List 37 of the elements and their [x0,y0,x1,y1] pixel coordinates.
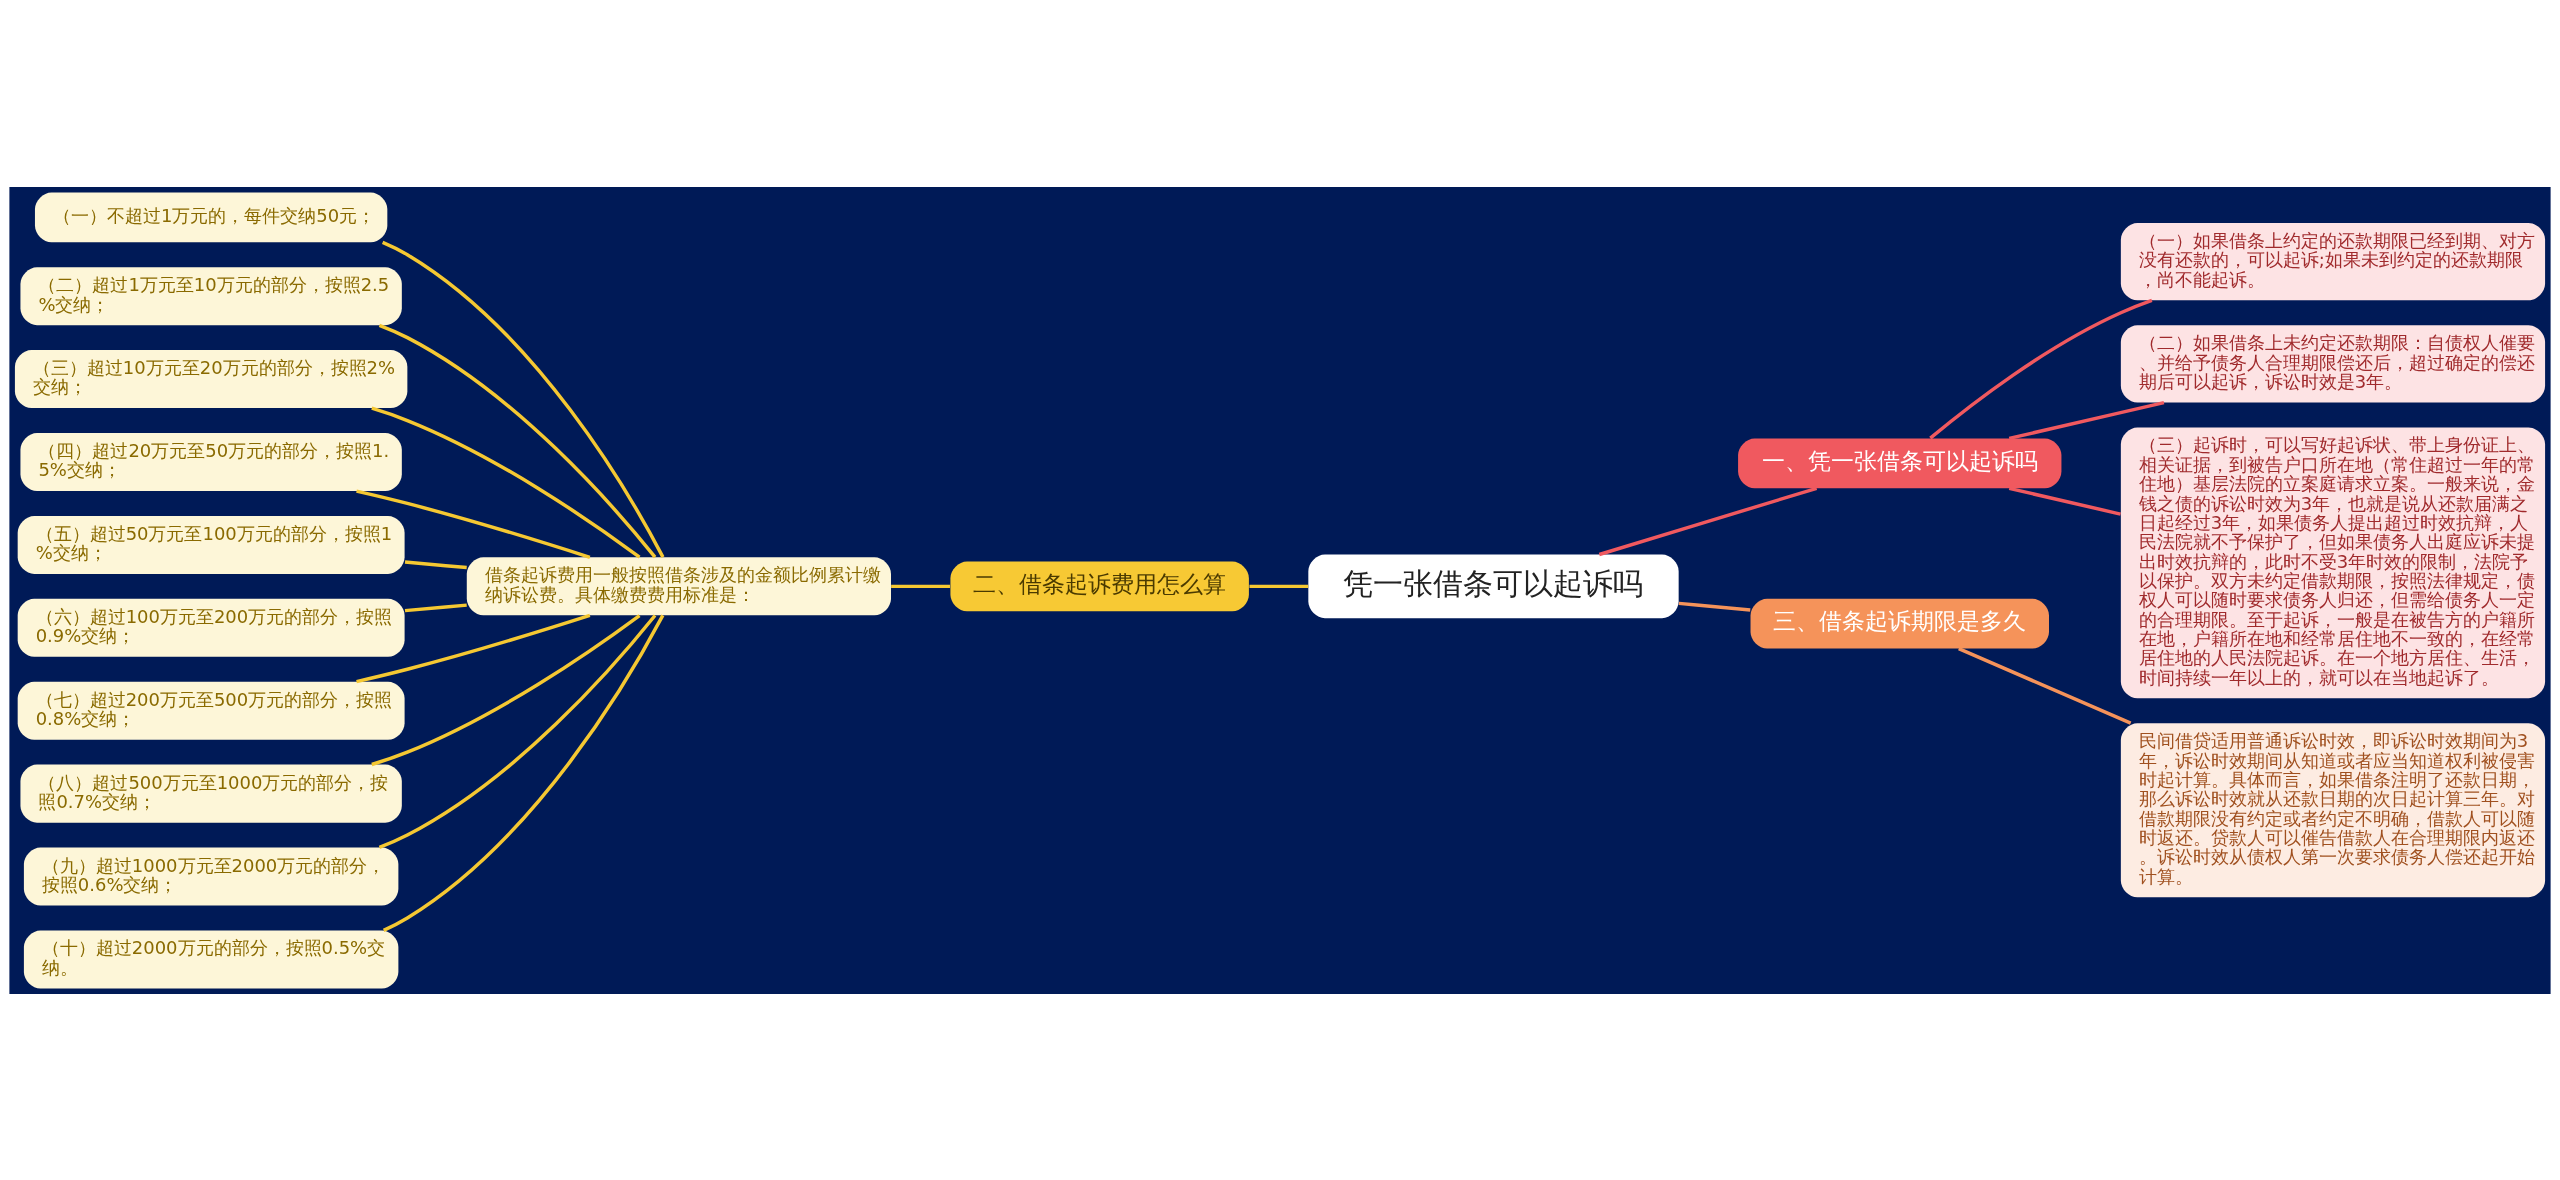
connector [1598,486,1818,556]
connector [382,614,665,932]
node-box: （一）不超过1万元的，每件交纳50元； [34,192,388,242]
node-box: 凭一张借条可以起诉吗 [1308,554,1679,618]
node-box: （七）超过200万元至500万元的部分，按照0.8%交纳； [17,681,405,740]
node-box: （二）如果借条上未约定还款期限：自债权人催要、并给予债务人合理期限偿还后，超过确定的偿还期后可以起诉，诉讼时效是3年。 [2120,324,2546,403]
node-box: 民间借贷适用普通诉讼时效，即诉讼时效期间为3年，诉讼时效期间从知道或者应当知道权利被侵害时起计算。具体而言，如果借条注明了还款日期，那么诉讼时效就从还款日期的次日起计算三年。对借款期限没有约定或者约定不明确，借款人可以随时返还。贷款人可以催告借款人在合理期限内返还。诉讼时效从债权人第一次要求债务人偿还起开始计算。 [2120,722,2546,897]
connector [356,613,591,683]
connector [2008,400,2165,440]
node-box: 一、凭一张借条可以起诉吗 [1738,438,2062,488]
connector [2008,486,2121,516]
node-box: （四）超过20万元至50万元的部分，按照1.5%交纳； [20,432,402,491]
connector [1958,646,2132,725]
node-box: 借条起诉费用一般按照借条涉及的金额比例累计缴纳诉讼费。具体缴费费用标准是： [466,556,891,615]
node-box: （五）超过50万元至100万元的部分，按照1%交纳； [17,515,405,574]
connector [371,406,641,559]
node-box: （三）超过10万元至20万元的部分，按照2%交纳； [14,349,408,408]
connector [404,602,467,612]
node-box: （三）起诉时，可以写好起诉状、带上身份证上、相关证据，到被告户口所在地（常住超过一年的常住地）基层法院的立案庭请求立案。一般来说，金钱之债的诉讼时效为3年，也就是说从还款届满之日起经过3年，如果债务人提出超过时效抗辩，人民法院就不予保护了，但如果债务人出庭应诉未提出时效抗辩的，此时不受3年时效的限制，法院予以保护。双方未约定借款期限，按照法律规定，债权人可以随时要求债务人归还，但需给债务人一定的合理期限。至于起诉，一般是在被告方的户籍所在地，户籍所在地和经常居住地不一致的，在经常居住地的人民法院起诉。在一个地方居住、生活，时间持续一年以上的，就可以在当地起诉了。 [2120,426,2546,698]
node-box: 三、借条起诉期限是多久 [1750,598,2049,649]
node-box: 二、借条起诉费用怎么算 [950,561,1249,611]
node-box: （六）超过100万元至200万元的部分，按照0.9%交纳； [17,598,405,657]
connector [404,559,467,569]
connector [1678,601,1751,612]
connector [356,488,591,559]
connector [381,240,665,558]
node-box: （十）超过2000万元的部分，按照0.5%交纳。 [23,929,399,988]
connector [378,323,657,558]
connector [891,584,950,588]
connector [1929,298,2153,439]
node-box: （八）超过500万元至1000万元的部分，按照0.7%交纳； [20,764,402,823]
connector [371,613,641,766]
node-box: （九）超过1000万元至2000万元的部分，按照0.6%交纳； [23,847,399,906]
node-box: （二）超过1万元至10万元的部分，按照2.5%交纳； [20,266,402,325]
node-box: （一）如果借条上约定的还款期限已经到期、对方没有还款的，可以起诉;如果未到约定的还款期限，尚不能起诉。 [2120,222,2546,300]
connector [378,613,657,849]
connector [1249,584,1309,588]
